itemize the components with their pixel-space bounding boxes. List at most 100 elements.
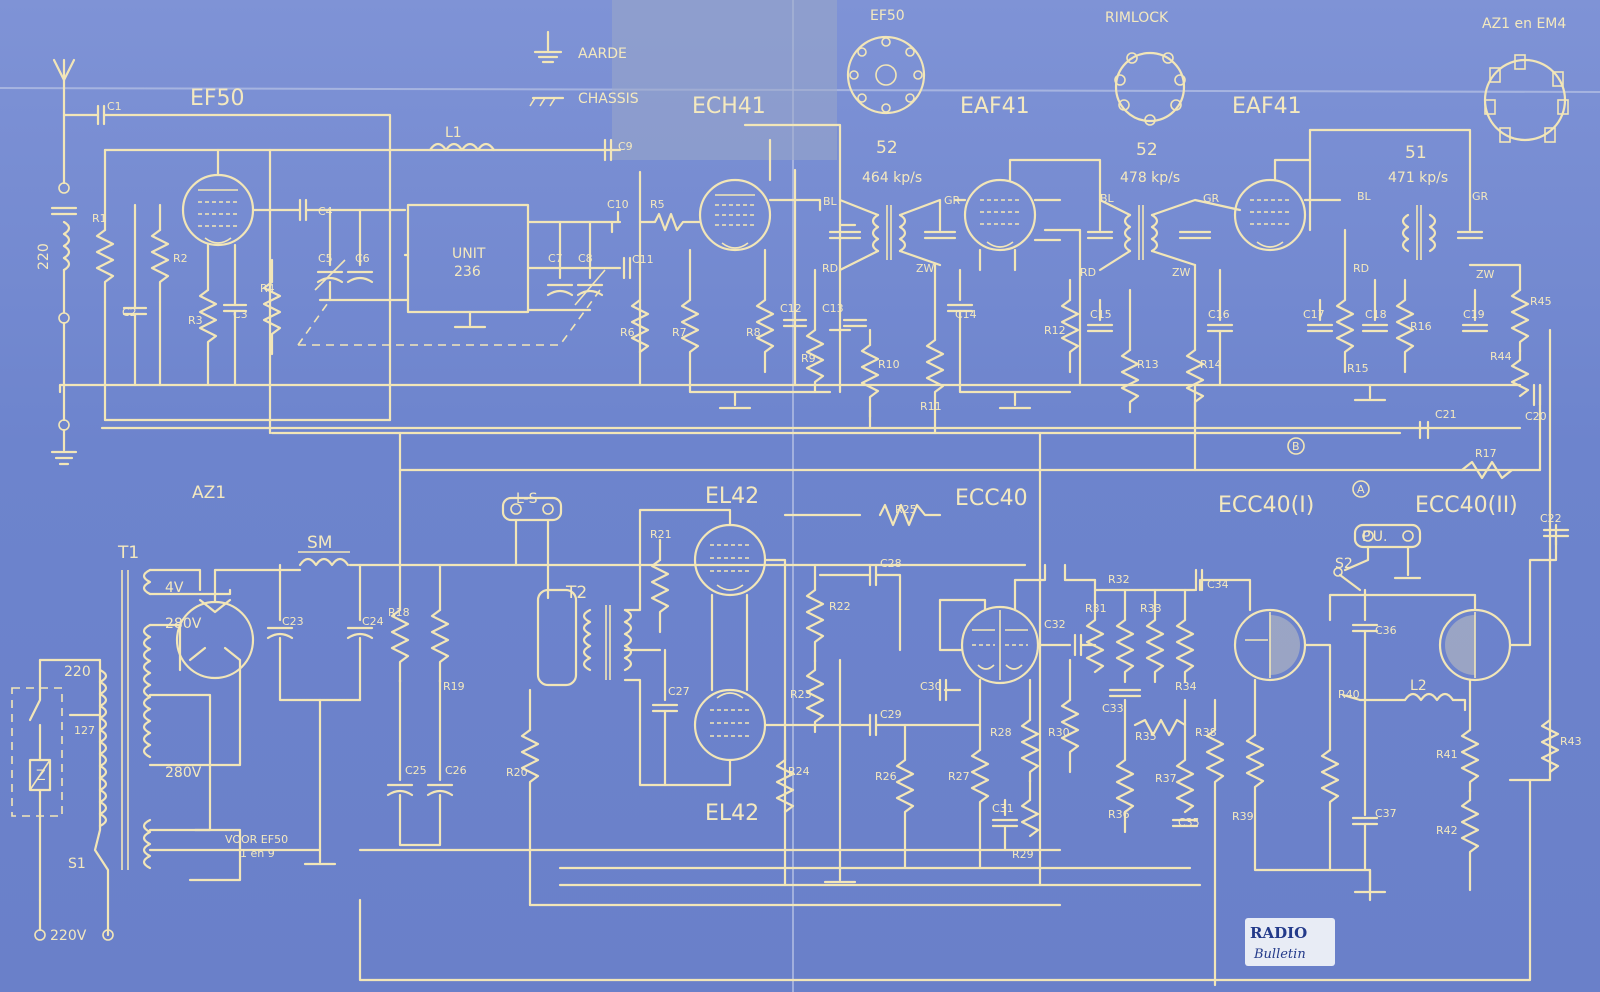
tube-label-ecc40-ii: ECC40(II) [1415,493,1518,518]
label-r35: R35 [1135,730,1157,743]
if-num-1: 52 [876,138,898,158]
ground-legend-symbols [529,30,565,107]
tube-label-ech41: ECH41 [692,94,766,119]
label-c20: C20 [1525,410,1547,423]
tube-label-ecc40-i: ECC40(I) [1218,493,1314,518]
mains-label-280v-b: 280V [165,765,202,781]
label-r17: R17 [1475,447,1497,460]
label-c14: C14 [955,308,977,321]
label-c37: C37 [1375,807,1397,820]
label-sm: SM [307,533,332,553]
tube-label-ef50: EF50 [190,86,245,111]
tube-label-el42-2: EL42 [705,801,759,826]
label-ls: L-S [516,491,538,507]
label-r43: R43 [1560,735,1582,748]
label-c1: C1 [107,100,122,113]
label-r3: R3 [188,314,203,327]
supply-buses [58,148,1552,982]
label-c3: C3 [233,308,248,321]
el42-tube-2 [693,688,767,762]
label-c34: C34 [1207,578,1229,591]
l1-coil [428,142,496,152]
label-c30: C30 [920,680,942,693]
mains-label-220-tap: 220 [64,664,91,680]
label-r20: R20 [506,766,528,779]
label-c35: C35 [1178,816,1200,829]
ecc40-i-tube [1233,608,1307,682]
label-r29: R29 [1012,848,1034,861]
label-s2: S2 [1335,556,1353,572]
label-c10: C10 [607,198,629,211]
label-r33: R33 [1140,602,1162,615]
label-c6: C6 [355,252,370,265]
if1-gr: GR [944,194,961,207]
label-c12: C12 [780,302,802,315]
label-t1: T1 [117,543,139,563]
label-r23: R23 [790,688,812,701]
label-r21: R21 [650,528,672,541]
label-t2: T2 [565,583,587,603]
mains-label-1en9: 1 en 9 [240,847,275,860]
label-r25: R25 [895,503,917,516]
label-c16: C16 [1208,308,1230,321]
unit-label-line2: 236 [454,264,481,280]
label-r10: R10 [878,358,900,371]
if-freq-3: 471 kp/s [1388,170,1448,186]
logo-bulletin: Bulletin [1253,947,1306,962]
label-c33: C33 [1102,702,1124,715]
mains-label-220-left: 220 [36,243,52,270]
label-pu: P.U. [1362,529,1387,545]
label-c24: C24 [362,615,384,628]
rimlock-socket [1114,51,1186,126]
label-r41: R41 [1436,748,1458,761]
az1-rectifier-tube [175,598,255,680]
label-r14: R14 [1200,358,1222,371]
label-r8: R8 [746,326,761,339]
socket-label-ef50: EF50 [870,8,905,24]
ech41-tube [698,178,772,252]
label-r24: R24 [788,765,810,778]
if3-zw: ZW [1476,268,1495,281]
label-c31: C31 [992,802,1014,815]
ground-symbol-eaf41-2 [1353,383,1387,402]
if-freq-1: 464 kp/s [862,170,922,186]
tube-label-ecc40: ECC40 [955,486,1028,511]
label-r39: R39 [1232,810,1254,823]
ground-symbol-pu [1353,868,1387,894]
tube-label-eaf41-2: EAF41 [1232,94,1302,119]
tube-label-el42-1: EL42 [705,484,759,509]
if2-bl: BL [1100,192,1115,205]
if3-rd: RD [1353,262,1369,275]
el42-tube-1 [693,523,767,597]
label-r28: R28 [990,726,1012,739]
label-c11: C11 [632,253,654,266]
if2-zw: ZW [1172,266,1191,279]
if-transformer-1 [828,198,957,272]
label-r6: R6 [620,326,635,339]
if2-rd: RD [1080,266,1096,279]
l2-coil [1403,692,1455,702]
label-c5: C5 [318,252,333,265]
label-c19: C19 [1463,308,1485,321]
label-r7: R7 [672,326,687,339]
label-c17: C17 [1303,308,1325,321]
legend-aarde: AARDE [578,46,627,62]
node-b-marker [1287,437,1305,455]
label-r22: R22 [829,600,851,613]
power-transformer-t1 [98,568,152,870]
label-r2: R2 [173,252,188,265]
label-s1: S1 [68,856,86,872]
label-c22: C22 [1540,512,1562,525]
eaf41-tube-1 [963,178,1037,252]
label-r12: R12 [1044,324,1066,337]
label-l2: L2 [1410,678,1427,694]
label-c21: C21 [1435,408,1457,421]
label-r13: R13 [1137,358,1159,371]
label-c15: C15 [1090,308,1112,321]
mains-label-127: 127 [74,724,95,737]
tape-strip [612,0,837,160]
ground-symbol-output [823,866,857,884]
eaf41-tube-2 [1233,178,1307,252]
mains-label-220v: 220V [50,928,87,944]
